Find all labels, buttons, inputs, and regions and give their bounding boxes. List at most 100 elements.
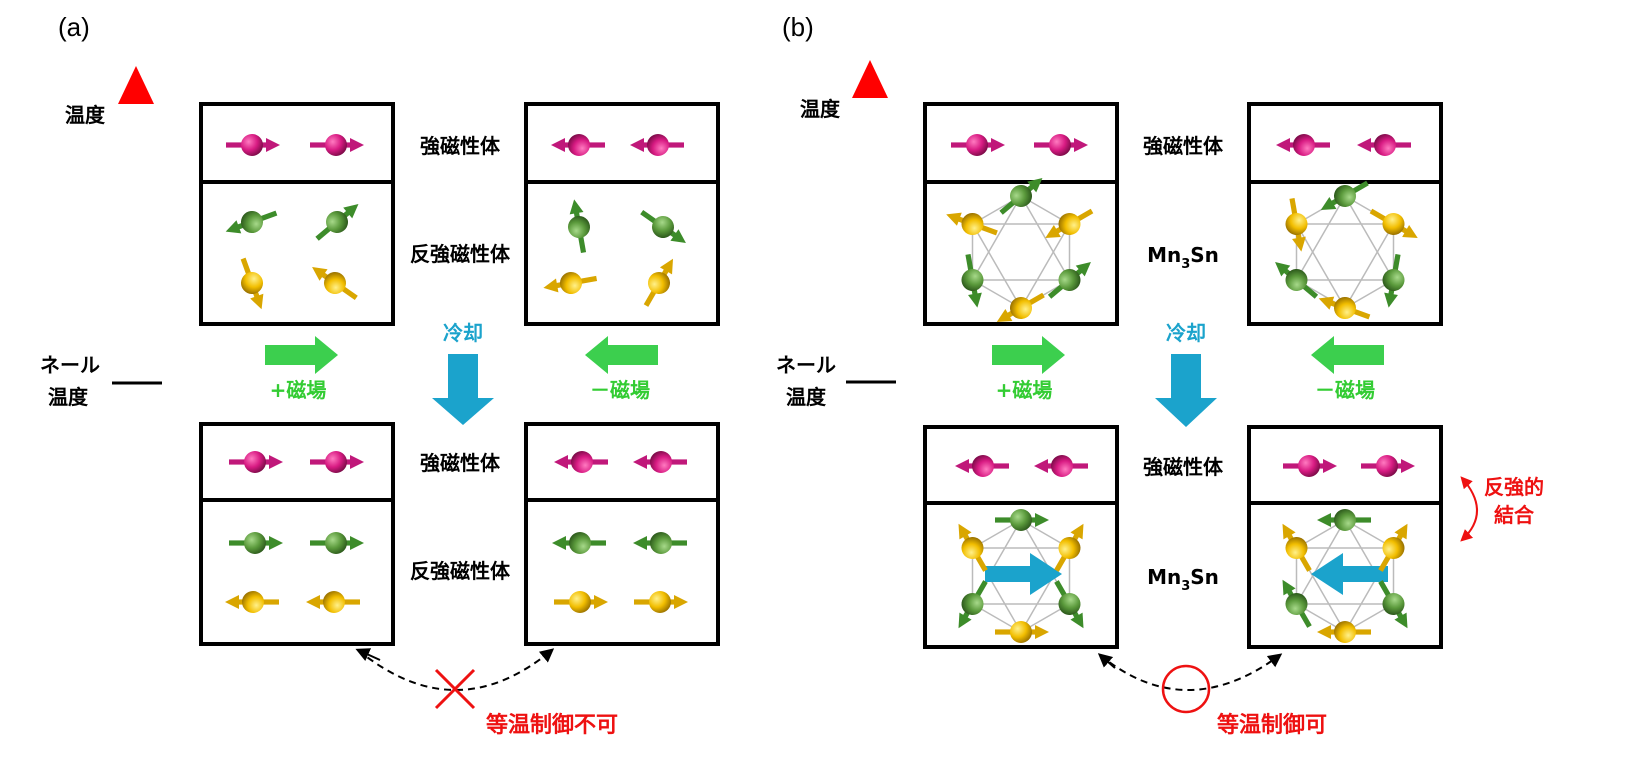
spin-b-bl-s5 xyxy=(958,523,988,572)
spin-a-bl-g1 xyxy=(229,532,283,554)
spin-a-tr-g1 xyxy=(568,199,590,254)
spin-b-tr-f2 xyxy=(1357,134,1411,156)
triangle-up-b-br xyxy=(1295,518,1395,605)
plus-field-arrow-b xyxy=(992,336,1065,374)
spin-b-bl-s3 xyxy=(995,621,1049,643)
minus-field-arrow-b xyxy=(1311,336,1384,374)
spin-a-br-g1 xyxy=(552,532,606,554)
label-a-top-antiferro: 反強磁性体 xyxy=(410,242,511,266)
spin-a-br-y1 xyxy=(554,591,608,613)
spin-b-br-f1 xyxy=(1283,455,1337,477)
isothermal-curve-a xyxy=(357,648,555,691)
box-a-top-right xyxy=(524,102,720,326)
spin-a-bl-f2 xyxy=(310,451,364,473)
minus-field-arrow-a xyxy=(585,336,658,374)
spin-b-br-s1 xyxy=(1378,523,1408,572)
label-b-top-ferro: 強磁性体 xyxy=(1143,134,1224,158)
triangle-up-b-bl xyxy=(971,518,1071,605)
spin-a-br-y2 xyxy=(634,591,688,613)
spin-a-bl-f1 xyxy=(229,451,283,473)
spin-b-bl-s4 xyxy=(958,580,988,629)
triangle-down-b-bl xyxy=(971,547,1071,634)
spin-b-tl-f2 xyxy=(1034,134,1088,156)
box-b-bottom-left xyxy=(923,425,1119,649)
spin-a-bl-y2 xyxy=(306,591,360,613)
panel-a-letter: (a) xyxy=(58,12,90,42)
spin-b-tr-s3 xyxy=(1318,296,1371,320)
spin-a-tr-g2 xyxy=(640,209,686,244)
neel-label-b-line1: ネール xyxy=(776,353,836,377)
spin-a-tl-y1 xyxy=(240,257,264,310)
label-a-bottom-ferro: 強磁性体 xyxy=(420,451,501,475)
spin-a-tl-g2 xyxy=(315,204,359,241)
neel-label-b-line2: 温度 xyxy=(786,385,827,409)
spin-b-tr-s5 xyxy=(1285,197,1308,252)
net-moment-arrow-b-left xyxy=(985,553,1062,595)
spin-b-tr-s4 xyxy=(1275,262,1319,299)
spin-b-tr-f1 xyxy=(1276,134,1330,156)
cooling-label-b: 冷却 xyxy=(1166,321,1206,345)
box-b-bottom-right xyxy=(1247,425,1443,649)
result-label-a: 等温制御不可 xyxy=(486,712,618,738)
label-b-top-mn3sn: Mn3Sn xyxy=(1147,243,1219,272)
cooling-arrow-a xyxy=(432,354,494,425)
spin-b-tl-s2 xyxy=(1047,262,1091,299)
minus-field-label-b: －磁場 xyxy=(1315,378,1375,402)
spin-b-br-s4 xyxy=(1282,579,1312,628)
spin-layer xyxy=(225,134,1418,643)
panel-b: (b) 温度 ネール 温度 強磁性体 Mn3Sn 強磁性体 Mn3Sn 冷却 +… xyxy=(776,12,1544,738)
plus-field-arrow-a xyxy=(265,336,338,374)
spin-a-tl-f1 xyxy=(226,134,280,156)
label-a-top-ferro: 強磁性体 xyxy=(420,134,501,158)
box-a-bottom-left xyxy=(199,422,395,646)
cross-mark-icon xyxy=(434,668,476,710)
box-b-top-left xyxy=(923,102,1119,326)
spin-b-br-f2 xyxy=(1361,455,1415,477)
spin-b-br-s5 xyxy=(1282,523,1312,572)
spin-b-bl-s1 xyxy=(1054,523,1084,572)
coupling-label-line2: 結合 xyxy=(1494,503,1535,527)
box-b-top-right xyxy=(1247,102,1443,326)
temperature-label-a: 温度 xyxy=(65,103,106,127)
plus-field-label-a: +磁場 xyxy=(270,378,327,402)
isothermal-curve-b xyxy=(1099,653,1283,691)
temperature-label-b: 温度 xyxy=(800,97,841,121)
triangle-down-b-tl xyxy=(971,223,1071,310)
spin-b-tl-s0 xyxy=(999,178,1043,215)
spin-b-br-s0 xyxy=(1317,509,1371,531)
spin-b-br-s3 xyxy=(1317,621,1371,643)
spin-a-tl-y2 xyxy=(312,266,358,301)
triangle-down-b-br xyxy=(1295,547,1395,634)
cooling-arrow-b xyxy=(1155,354,1217,427)
spin-a-bl-y1 xyxy=(225,591,279,613)
spin-a-tr-y1 xyxy=(543,272,598,294)
spin-a-tl-g1 xyxy=(225,210,278,234)
triangle-down-b-tr xyxy=(1295,223,1395,310)
box-a-bottom-right xyxy=(524,422,720,646)
spin-a-br-g2 xyxy=(633,532,687,554)
circle-mark-icon xyxy=(1161,664,1211,714)
net-moment-arrow-b-right xyxy=(1311,553,1388,595)
spin-b-bl-s2 xyxy=(1054,580,1084,629)
spin-b-tr-s2 xyxy=(1382,253,1405,308)
spin-a-tl-f2 xyxy=(310,134,364,156)
triangle-up-b-tr xyxy=(1295,194,1395,281)
spin-a-br-f2 xyxy=(633,451,687,473)
label-b-bottom-ferro: 強磁性体 xyxy=(1143,455,1224,479)
spin-a-bl-g2 xyxy=(310,532,364,554)
spin-b-tr-s1 xyxy=(1369,208,1418,238)
plus-field-label-b: +磁場 xyxy=(996,378,1053,402)
spin-b-tl-s5 xyxy=(946,212,998,236)
triangle-up-b-tl xyxy=(971,194,1071,281)
spin-a-tr-f1 xyxy=(551,134,605,156)
coupling-label-line1: 反強的 xyxy=(1484,475,1544,499)
coupling-arrow-icon xyxy=(1460,476,1478,542)
temperature-axis-arrowhead-a xyxy=(118,66,154,104)
label-a-bottom-antiferro: 反強磁性体 xyxy=(410,559,511,583)
temperature-axis-arrowhead-b xyxy=(852,60,888,98)
panel-a: (a) 温度 ネール 温度 強磁性体 反強磁性体 強磁性体 反強磁性体 冷却 +… xyxy=(40,12,720,738)
cooling-label-a: 冷却 xyxy=(443,321,483,345)
spin-b-bl-f1 xyxy=(955,455,1009,477)
spin-b-br-s2 xyxy=(1378,580,1408,629)
